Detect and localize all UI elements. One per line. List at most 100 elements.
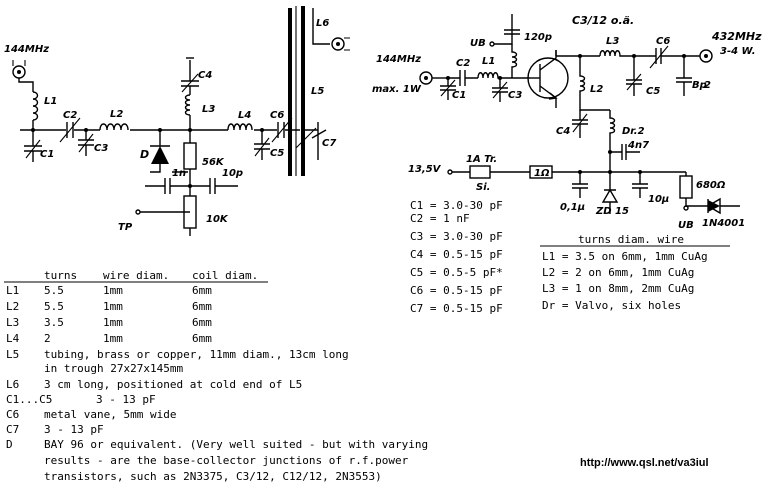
left-schematic: 144MHz L1 C1 C2 C3 L2 xyxy=(4,6,350,236)
left-c2-cap xyxy=(59,117,81,143)
left-c7-label: C7 xyxy=(322,138,336,149)
coil-table-header-turns: turns xyxy=(44,269,77,282)
left-l3-coil xyxy=(184,94,191,116)
right-c3-label: C3 xyxy=(508,90,522,101)
right-input-connector xyxy=(419,71,448,85)
left-l6-loop xyxy=(312,8,330,45)
right-c3-cap xyxy=(492,78,508,102)
left-10p-cap xyxy=(190,178,238,194)
right-l1-coil xyxy=(477,72,510,79)
note-text: 3 - 13 pF xyxy=(96,393,156,406)
right-bp-label: Bp xyxy=(692,80,707,91)
cap-value-line: C3 = 3.0-30 pF xyxy=(410,230,503,243)
coil-table-cell: 6mm xyxy=(192,332,212,345)
note-text: results - are the base-collector junctio… xyxy=(44,454,409,467)
left-tp-label: TP xyxy=(118,222,133,233)
right-out-freq: 432MHz xyxy=(711,30,762,43)
right-01u-cap xyxy=(572,172,588,198)
coil-spec-line: L1 = 3.5 on 6mm, 1mm CuAg xyxy=(542,250,708,263)
coil-spec-line: L3 = 1 on 8mm, 2mm CuAg xyxy=(542,282,694,295)
right-c2-cap xyxy=(448,70,478,86)
right-10u-cap xyxy=(632,172,648,198)
right-zener xyxy=(601,172,619,214)
left-l4-coil xyxy=(227,123,253,131)
right-two-label: 2 xyxy=(704,80,711,91)
coil-table-cell: 1mm xyxy=(103,300,123,313)
cap-value-line: C5 = 0.5-5 pF* xyxy=(410,266,503,279)
left-diode-label: D xyxy=(140,148,149,161)
source-url[interactable]: http://www.qsl.net/va3iul xyxy=(580,457,709,469)
right-c4-label: C4 xyxy=(556,126,570,137)
right-c5-cap xyxy=(626,56,642,96)
left-diode-d xyxy=(150,130,188,173)
cap-value-line: C7 = 0.5-15 pF xyxy=(410,302,503,315)
left-c5-cap xyxy=(254,130,270,160)
cap-value-line: C2 = 1 nF xyxy=(410,212,470,225)
coil-table-cell: 6mm xyxy=(192,284,212,297)
cap-value-line: C1 = 3.0-30 pF xyxy=(410,199,503,212)
coil-table-cell: 1mm xyxy=(103,316,123,329)
right-l2-label: L2 xyxy=(590,84,603,95)
right-l3-coil xyxy=(599,50,634,57)
right-in-freq: 144MHz xyxy=(376,54,421,65)
right-dr2-label: Dr.2 xyxy=(622,126,645,137)
right-ub-bottom: UB xyxy=(678,220,694,231)
right-coil-specs: turns diam. wire L1 = 3.5 on 6mm, 1mm Cu… xyxy=(540,233,730,312)
coil-table-cell: L1 xyxy=(6,284,19,297)
left-c1-cap xyxy=(24,130,42,162)
right-c4-cap xyxy=(572,110,588,138)
left-1n-cap xyxy=(145,178,190,194)
coil-spec-line: L2 = 2 on 6mm, 1mm CuAg xyxy=(542,266,694,279)
right-in-power: max. 1W xyxy=(372,84,422,95)
left-c6-label: C6 xyxy=(270,110,284,121)
right-bp-cap xyxy=(676,56,692,96)
left-l2-coil xyxy=(99,123,129,131)
coil-table-cell: 1mm xyxy=(103,284,123,297)
coil-table-cell: 5.5 xyxy=(44,300,64,313)
right-l2-coil xyxy=(579,56,610,111)
coil-table-header-wire: wire diam. xyxy=(103,269,169,282)
right-c1-label: C1 xyxy=(452,90,466,101)
right-c6-cap xyxy=(634,48,700,64)
note-name: L6 xyxy=(6,378,19,391)
right-c5-label: C5 xyxy=(646,86,660,97)
right-13v5-label: 13,5V xyxy=(408,164,442,175)
coil-table-cell: L3 xyxy=(6,316,19,329)
left-c4-cap xyxy=(181,57,199,93)
right-output-connector xyxy=(699,49,713,63)
left-56k-resistor xyxy=(183,142,197,170)
left-c2-label: C2 xyxy=(63,110,77,121)
left-c3-label: C3 xyxy=(94,143,108,154)
left-input-connector xyxy=(12,60,34,92)
note-text: 3 cm long, positioned at cold end of L5 xyxy=(44,378,302,391)
left-l2-label: L2 xyxy=(110,109,123,120)
left-10k-label: 10K xyxy=(206,214,229,225)
left-output-connector xyxy=(331,37,350,51)
left-c1-label: C1 xyxy=(40,149,54,160)
right-4n7-label: 4n7 xyxy=(627,140,649,151)
right-680-label: 680Ω xyxy=(696,180,726,191)
right-c2-label: C2 xyxy=(456,58,470,69)
note-text: in trough 27x27x145mm xyxy=(44,362,183,375)
parts-notes: L5 tubing, brass or copper, 11mm diam., … xyxy=(6,348,428,483)
left-l6-label: L6 xyxy=(316,18,329,29)
right-680-resistor xyxy=(679,175,693,199)
right-l3-label: L3 xyxy=(606,36,619,47)
note-text: tubing, brass or copper, 11mm diam., 13c… xyxy=(44,348,349,361)
coil-table-header-coil: coil diam. xyxy=(192,269,258,282)
coil-table-cell: L4 xyxy=(6,332,20,345)
right-4n7-cap xyxy=(610,144,640,160)
note-name: C7 xyxy=(6,423,19,436)
coil-table-cell: 5.5 xyxy=(44,284,64,297)
left-1n-label: 1n xyxy=(172,168,186,179)
coil-table-cell: 6mm xyxy=(192,300,212,313)
cap-value-line: C4 = 0.5-15 pF xyxy=(410,248,503,261)
coil-spec-header: turns diam. wire xyxy=(578,233,684,246)
left-input-freq: 144MHz xyxy=(4,44,49,55)
right-l1-label: L1 xyxy=(482,56,495,67)
left-l4-label: L4 xyxy=(238,110,251,121)
note-text: metal vane, 5mm wide xyxy=(44,408,176,421)
note-name: C6 xyxy=(6,408,19,421)
coil-table-cell: 6mm xyxy=(192,316,212,329)
left-l1-coil xyxy=(32,91,39,121)
